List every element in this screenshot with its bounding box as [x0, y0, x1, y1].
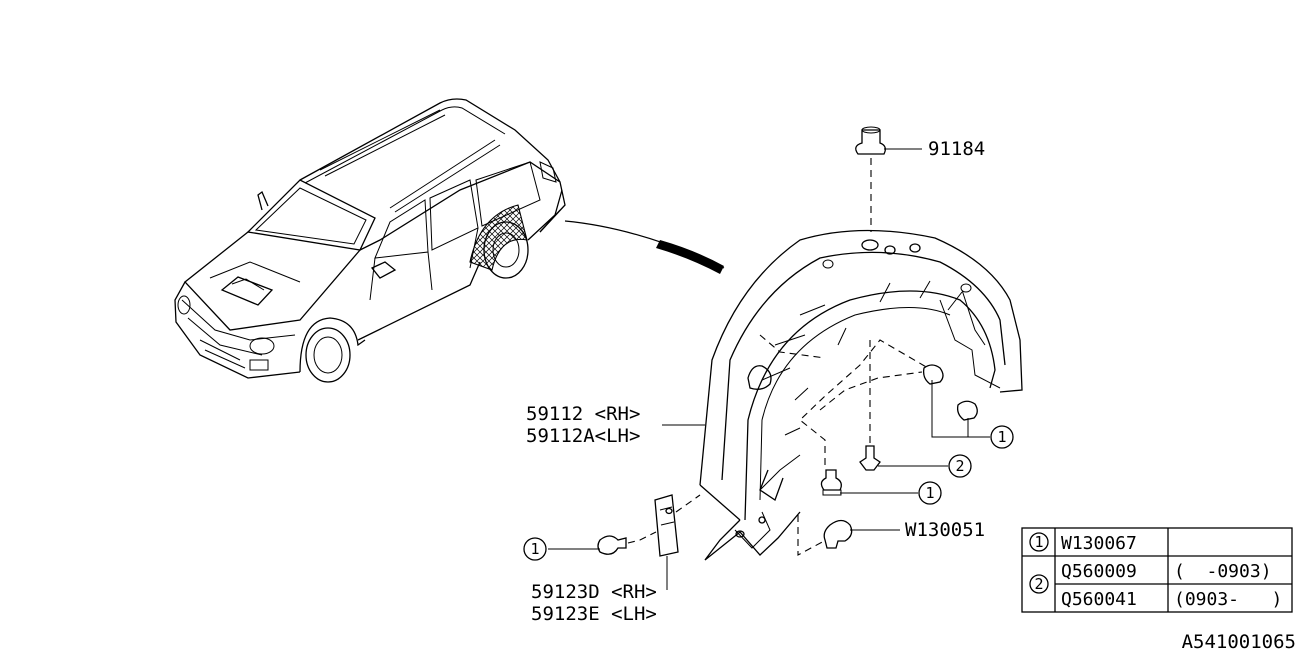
label-91184: 91184	[928, 138, 985, 160]
plate-illustration	[654, 494, 679, 557]
label-w130051: W130051	[905, 519, 985, 541]
bolt-w130051	[823, 519, 853, 549]
screw-2	[859, 445, 881, 471]
figure-id: A541001065	[1182, 631, 1296, 653]
bolts-right	[922, 364, 978, 421]
legend-table: 1 2 W130067 Q560009 Q560041 ( -0903) (09…	[1021, 527, 1293, 613]
callout-1-mid: 1	[918, 481, 942, 505]
svg-text:2: 2	[1034, 575, 1043, 593]
vehicle-illustration	[174, 98, 566, 383]
legend-part-q560009: Q560009	[1061, 561, 1137, 582]
svg-text:1: 1	[925, 484, 934, 502]
label-59123d-rh: 59123D <RH>	[531, 581, 657, 603]
callout-2-right: 2	[948, 454, 972, 478]
legend-part-q560041: Q560041	[1061, 589, 1137, 610]
label-59123e-lh: 59123E <LH>	[531, 603, 657, 625]
callout-1-right: 1	[990, 425, 1014, 449]
assembly-lines	[627, 158, 929, 556]
callout-1-left: 1	[523, 537, 547, 561]
bolt-left	[597, 535, 627, 555]
bolt-mid	[820, 469, 842, 496]
mudguard-illustration	[699, 229, 1023, 561]
clip-91184	[855, 126, 886, 155]
svg-text:1: 1	[1034, 533, 1043, 551]
legend-part-w130067: W130067	[1061, 533, 1137, 554]
legend-range-q560041: (0903- )	[1174, 589, 1282, 610]
legend-key-1: 1	[1029, 532, 1049, 552]
location-leader-arrow	[656, 240, 724, 274]
legend-key-2: 2	[1029, 574, 1049, 594]
svg-text:1: 1	[530, 540, 539, 558]
label-59112-rh: 59112 <RH>	[526, 403, 640, 425]
leader-lines	[548, 148, 990, 590]
svg-text:2: 2	[955, 457, 964, 475]
label-59112a-lh: 59112A<LH>	[526, 425, 640, 447]
svg-text:1: 1	[997, 428, 1006, 446]
legend-range-q560009: ( -0903)	[1174, 561, 1272, 582]
